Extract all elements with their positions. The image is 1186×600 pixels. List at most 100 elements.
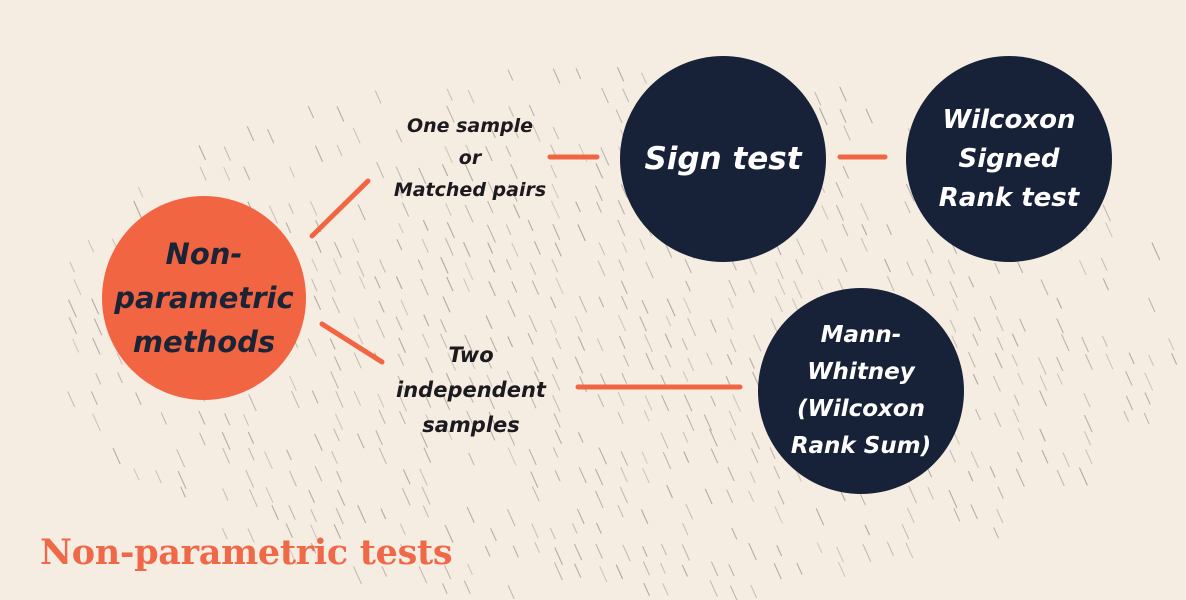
hatch-stroke: [286, 449, 292, 461]
node-sign-test-label: Sign test: [644, 141, 802, 177]
hatch-stroke: [247, 528, 255, 543]
hatch-stroke: [439, 319, 447, 333]
hatch-stroke: [447, 352, 457, 371]
hatch-stroke: [620, 451, 629, 466]
hatch-stroke: [313, 295, 322, 311]
hatch-stroke: [906, 507, 915, 524]
hatch-stroke: [1012, 408, 1020, 423]
hatch-stroke: [710, 561, 719, 577]
hatch-stroke: [818, 107, 828, 126]
hatch-stroke: [748, 280, 755, 293]
hatch-stroke: [352, 127, 361, 144]
hatch-stroke: [285, 222, 292, 234]
hatch-stroke: [594, 468, 604, 486]
hatch-stroke: [531, 486, 540, 502]
hatch-stroke: [424, 393, 432, 408]
hatch-stroke: [615, 109, 623, 124]
hatch-stroke: [531, 280, 540, 295]
hatch-stroke: [726, 317, 734, 330]
hatch-stroke: [574, 316, 583, 333]
hatch-stroke: [749, 471, 756, 484]
hatch-stroke: [199, 166, 207, 181]
hatch-stroke: [1039, 390, 1048, 407]
hatch-stroke: [576, 508, 585, 525]
hatch-stroke: [926, 239, 934, 254]
hatch-stroke: [133, 468, 140, 481]
hatch-stroke: [552, 126, 560, 140]
hatch-stroke: [112, 447, 121, 465]
hatch-stroke: [886, 541, 895, 556]
hatch-stroke: [464, 164, 474, 182]
hatch-stroke: [508, 183, 518, 202]
hatch-stroke: [551, 373, 561, 391]
hatch-stroke: [552, 68, 561, 84]
hatch-stroke: [996, 316, 1004, 332]
hatch-stroke: [1079, 260, 1087, 276]
hatch-stroke: [1011, 333, 1019, 347]
hatch-stroke: [510, 163, 518, 179]
hatch-stroke: [968, 276, 975, 288]
hatch-stroke: [710, 448, 719, 464]
hatch-stroke: [357, 433, 365, 449]
hatch-stroke: [729, 428, 737, 441]
hatch-stroke: [597, 260, 606, 277]
hatch-stroke: [505, 224, 512, 236]
hatch-stroke: [1015, 468, 1025, 487]
hatch-stroke: [489, 428, 496, 441]
hatch-stroke: [464, 262, 474, 281]
hatch-stroke: [288, 504, 296, 520]
hatch-stroke: [530, 471, 539, 488]
hatch-stroke: [551, 258, 559, 273]
hatch-stroke: [314, 466, 323, 482]
hatch-stroke: [775, 261, 784, 280]
hatch-stroke: [487, 393, 496, 410]
hatch-stroke: [446, 105, 455, 123]
hatch-stroke: [396, 239, 403, 251]
hatch-stroke: [444, 565, 452, 580]
hatch-stroke: [598, 242, 606, 256]
hatch-stroke: [596, 201, 602, 213]
hatch-stroke: [639, 316, 647, 332]
hatch-stroke: [335, 390, 344, 408]
hatch-stroke: [595, 185, 603, 202]
hatch-stroke: [596, 338, 604, 352]
hatch-stroke: [533, 371, 542, 387]
hatch-stroke: [221, 528, 228, 540]
node-non-parametric-methods: Non- parametric methods: [102, 196, 306, 400]
hatch-stroke: [490, 528, 497, 542]
hatch-stroke: [905, 542, 914, 559]
hatch-stroke: [687, 317, 697, 337]
hatch-stroke: [550, 164, 558, 179]
hatch-stroke: [1081, 336, 1090, 353]
hatch-stroke: [861, 224, 868, 236]
hatch-stroke: [311, 258, 318, 272]
hatch-stroke: [137, 186, 144, 198]
hatch-stroke: [288, 546, 298, 565]
hatch-stroke: [528, 104, 535, 117]
hatch-stroke: [683, 451, 690, 463]
hatch-stroke: [555, 277, 564, 294]
hatch-stroke: [948, 489, 958, 509]
hatch-stroke: [308, 489, 316, 504]
hatch-stroke: [397, 375, 405, 391]
hatch-stroke: [820, 238, 828, 252]
hatch-stroke: [378, 300, 385, 313]
hatch-stroke: [468, 376, 476, 390]
hatch-stroke: [622, 88, 630, 103]
hatch-stroke: [731, 527, 738, 540]
hatch-stroke: [836, 546, 845, 563]
hatch-stroke: [425, 414, 432, 428]
hatch-stroke: [595, 543, 603, 559]
hatch-stroke: [1041, 449, 1049, 464]
hatch-stroke: [288, 470, 297, 487]
hatch-stroke: [467, 354, 476, 370]
hatch-stroke: [311, 390, 319, 404]
hatch-stroke: [554, 242, 562, 257]
hatch-stroke: [463, 242, 471, 258]
hatch-stroke: [620, 467, 628, 483]
hatch-stroke: [552, 224, 561, 241]
hatch-stroke: [417, 259, 424, 270]
hatch-stroke: [486, 374, 493, 387]
hatch-stroke: [1062, 452, 1070, 468]
hatch-stroke: [555, 337, 562, 350]
